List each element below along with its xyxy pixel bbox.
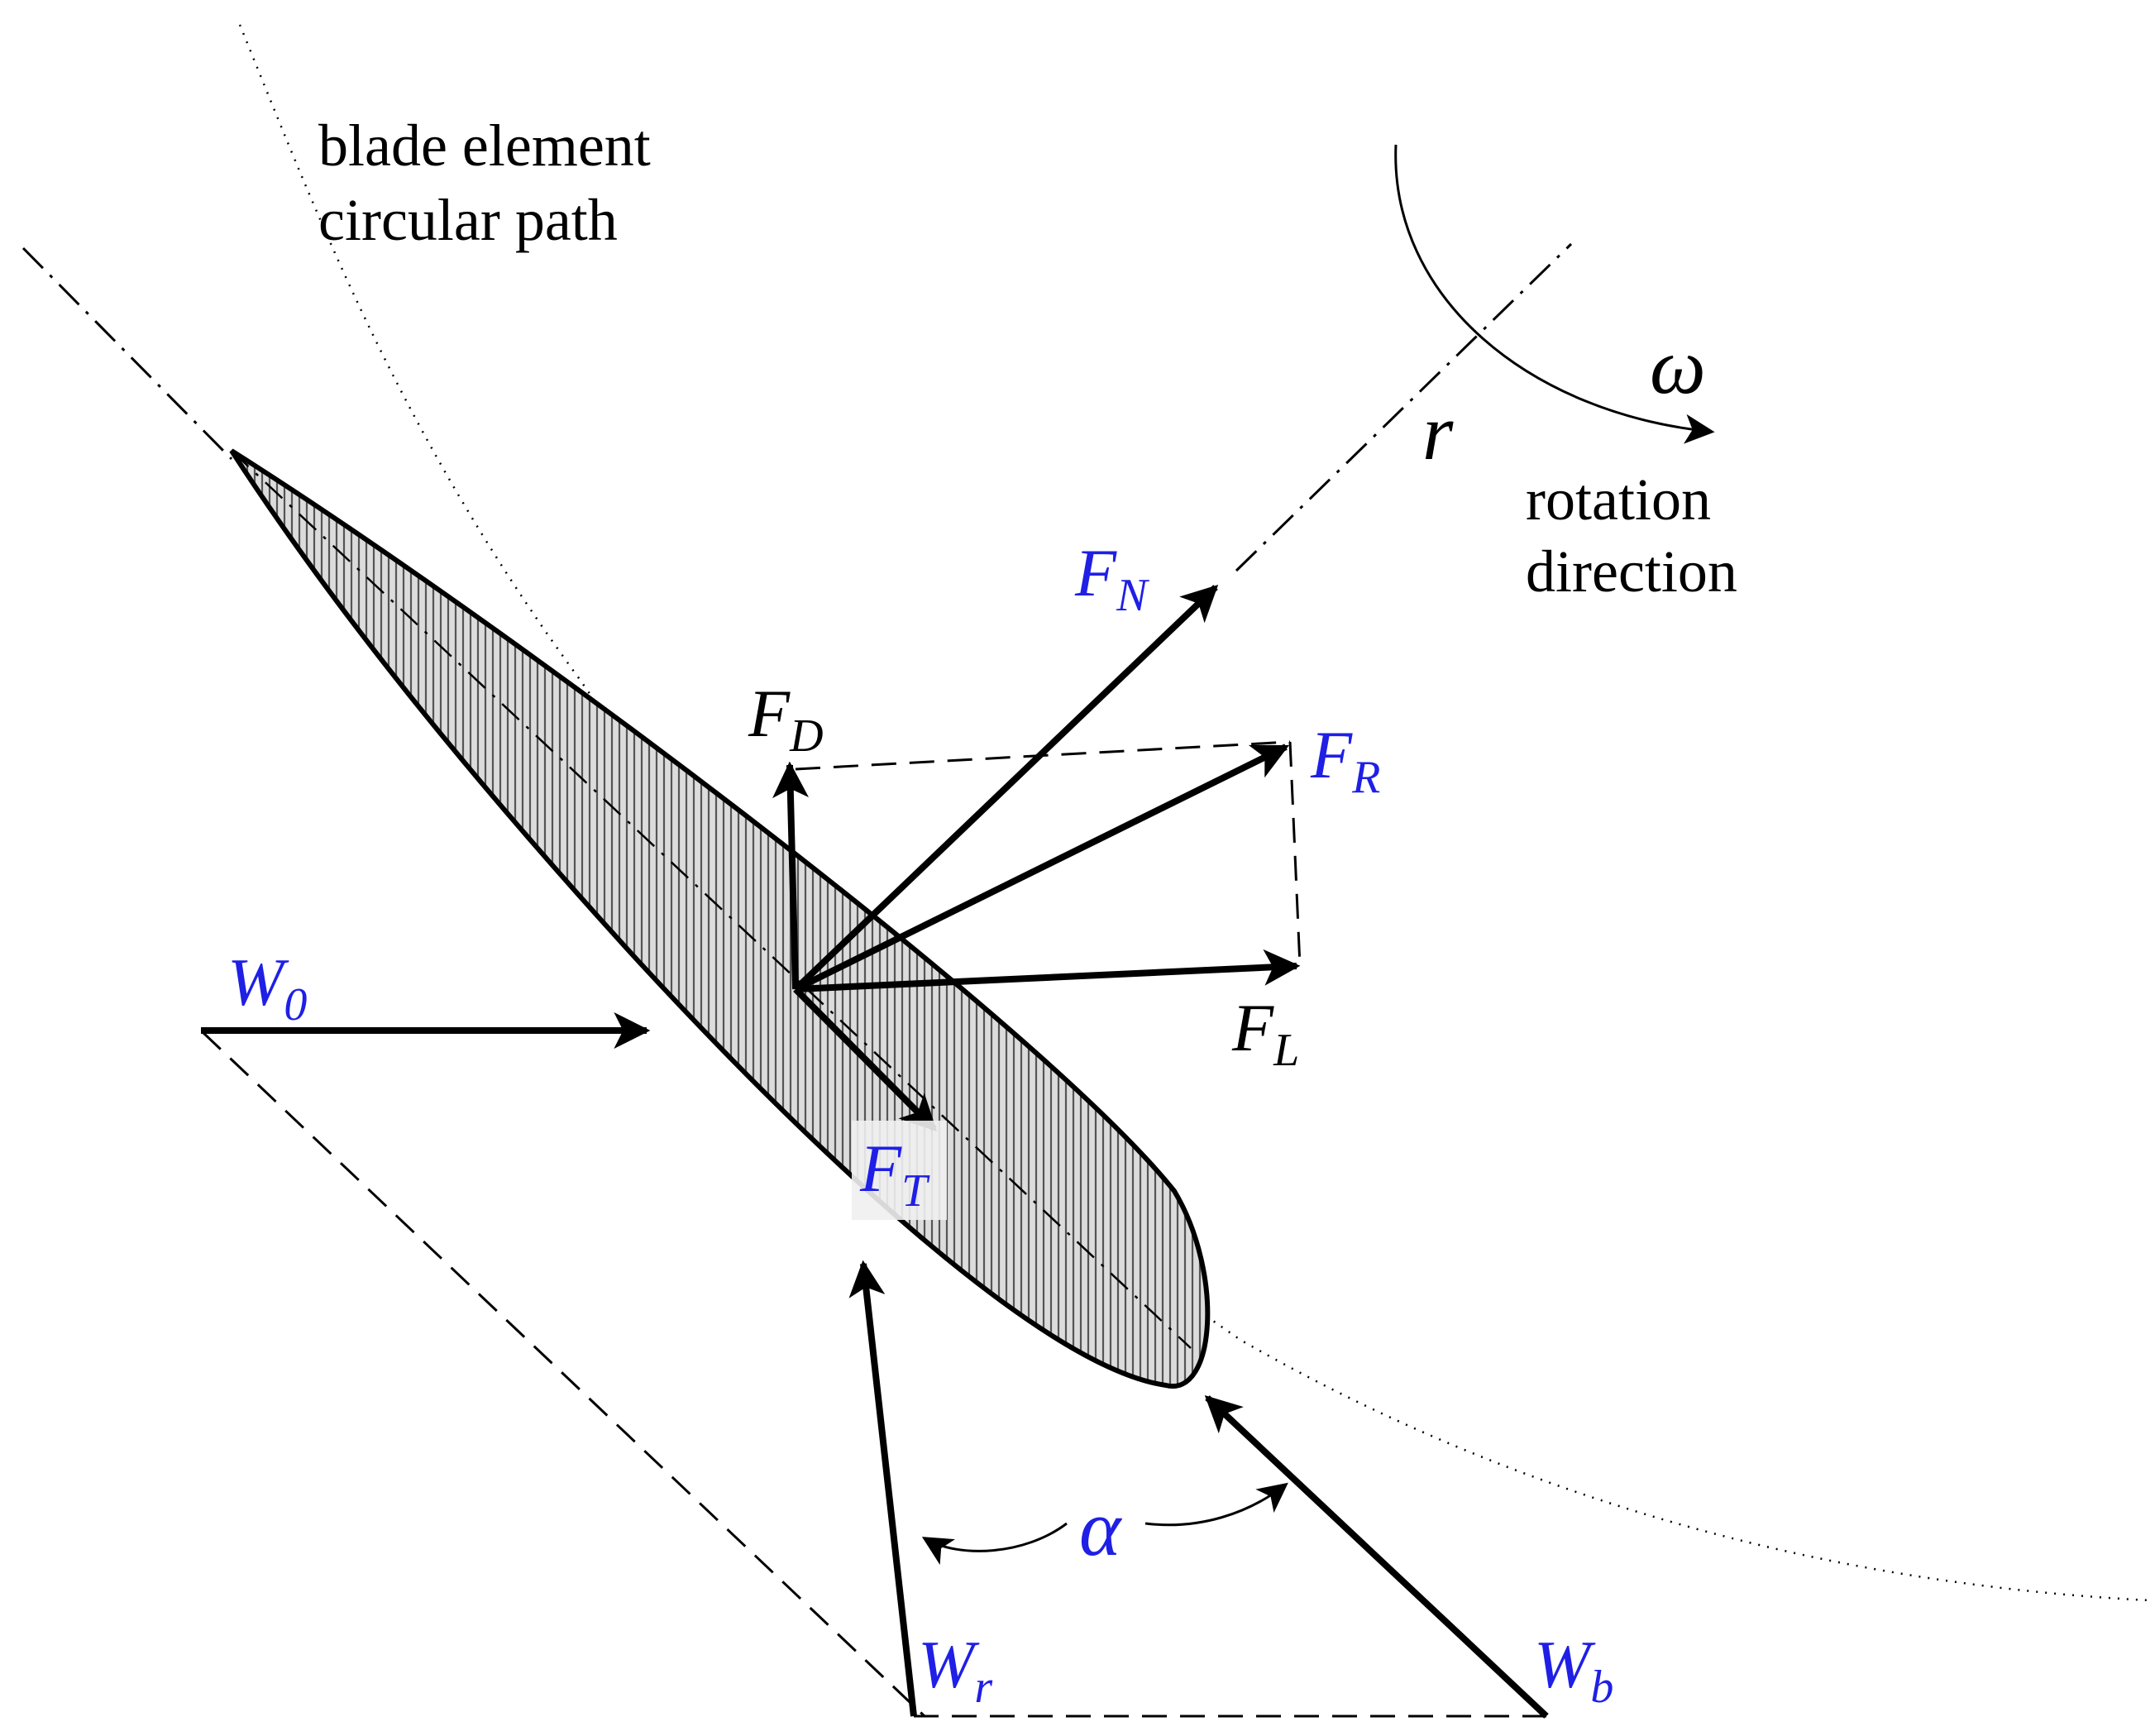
- fr-vector: [794, 744, 1289, 992]
- fl-label: FL: [1231, 990, 1299, 1076]
- fn-label: FN: [1074, 535, 1149, 621]
- radial-line-upper-left: [22, 246, 233, 461]
- wb-label: Wb: [1534, 1627, 1613, 1713]
- blade-airfoil: [229, 448, 1211, 1389]
- radius-label: r: [1422, 388, 1454, 476]
- rotation-label-line1: rotation: [1526, 466, 1711, 533]
- fd-label: FD: [748, 676, 824, 762]
- wr-vector: [848, 1260, 917, 1717]
- wr-label: Wr: [918, 1627, 992, 1713]
- alpha-arc: [921, 1522, 1068, 1566]
- rotation-label-line2: direction: [1526, 538, 1737, 605]
- ft-vector: [793, 987, 938, 1132]
- radial-line-upper-right: [1235, 242, 1573, 572]
- alpha-label: α: [1079, 1484, 1122, 1572]
- ft-label-bg: [852, 1121, 947, 1220]
- force-dash-right: [1288, 741, 1302, 967]
- w0-label: W0: [227, 945, 307, 1031]
- ft-label: FT: [859, 1131, 930, 1217]
- path-label-line1: blade element: [318, 112, 651, 179]
- triangle-dash-left: [201, 1031, 926, 1718]
- omega-label: ω: [1650, 322, 1706, 410]
- wb-vector: [1204, 1394, 1549, 1719]
- path-label-line2: circular path: [318, 187, 618, 253]
- blade-chord-line: [231, 450, 1192, 1349]
- fr-label: FR: [1310, 717, 1380, 803]
- fn-vector: [793, 584, 1219, 992]
- fd-vector: [772, 761, 810, 990]
- fl-vector: [795, 949, 1301, 992]
- rotation-arc: [1394, 144, 1715, 444]
- alpha-arc-right: [1144, 1482, 1288, 1527]
